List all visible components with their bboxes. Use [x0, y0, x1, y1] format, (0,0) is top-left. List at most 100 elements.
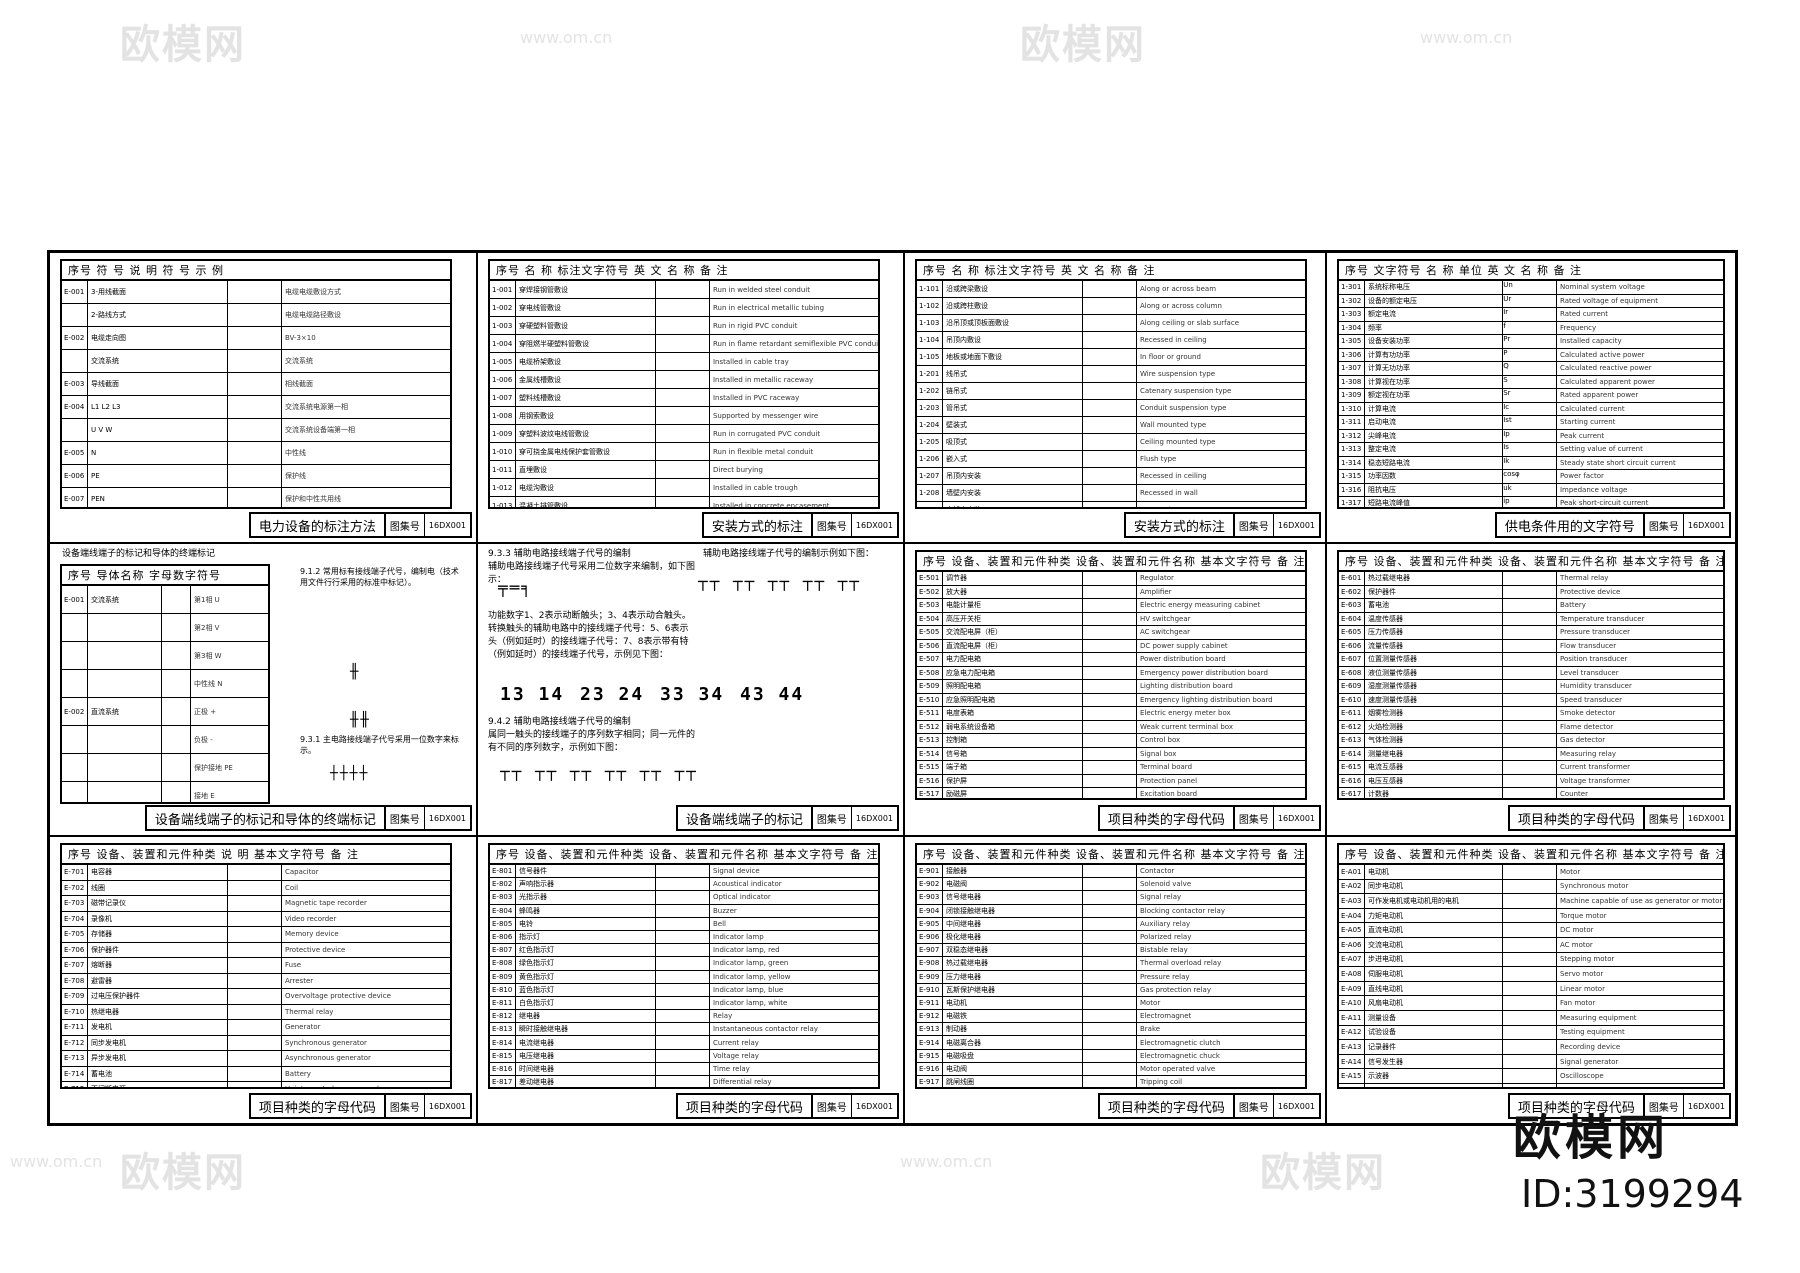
row-symbol — [656, 335, 710, 352]
row-description: Terminal board — [1139, 763, 1193, 772]
row-name: 信号器件 — [516, 865, 656, 878]
row-symbol — [228, 1066, 282, 1081]
sheet-divider — [50, 835, 1735, 837]
row-code: E-502 — [917, 585, 943, 598]
row-symbol — [1503, 908, 1557, 923]
table-header: 序号 设备、装置和元件种类 设备、装置和元件名称 基本文字符号 备 注 — [917, 552, 1305, 572]
row-symbol — [656, 983, 710, 996]
row-description: Supported by messenger wire — [712, 411, 819, 420]
row-description: Setting value of current — [1559, 445, 1643, 454]
row-description: 保护和中性共用线 — [284, 495, 341, 503]
row-description: Gas detector — [1559, 736, 1606, 745]
title-block: 项目种类的字母代码 图集号 16DX001 — [248, 1093, 472, 1119]
sheet-divider — [1325, 253, 1327, 1123]
row-symbol — [1083, 434, 1137, 450]
row-code: E-613 — [1339, 734, 1365, 747]
row-symbol — [1503, 788, 1557, 798]
row-code: E-807 — [490, 944, 516, 957]
row-symbol — [162, 642, 191, 669]
row-description: Watt-hour meter — [1557, 1084, 1723, 1088]
row-description: Thermal relay — [284, 1007, 334, 1016]
row-name: 直埋敷设 — [516, 461, 656, 478]
row-code: 1-001 — [490, 281, 516, 298]
row-description: Indicator lamp — [712, 933, 764, 942]
row-symbol — [656, 865, 710, 878]
sheet-divider — [476, 253, 478, 1123]
row-description: Speed transducer — [1559, 695, 1623, 704]
sheet-title: 设备端线端子的标记和导体的终端标记 — [147, 807, 386, 829]
row-symbol — [1503, 1083, 1557, 1087]
row-code: E-508 — [917, 666, 943, 679]
row-description: Protection panel — [1139, 776, 1198, 785]
row-description: Installed in PVC raceway — [712, 393, 800, 402]
row-symbol: P — [1503, 348, 1557, 361]
row-code: E-602 — [1339, 585, 1365, 598]
row-code: E-704 — [62, 911, 88, 926]
row-symbol — [1083, 612, 1137, 625]
row-symbol — [656, 891, 710, 904]
row-description: Blocking contactor relay — [1139, 906, 1225, 915]
row-symbol: Ik — [1503, 456, 1557, 469]
atlas-code: 16DX001 — [1277, 1101, 1315, 1111]
row-code: E-505 — [917, 626, 943, 639]
row-code: E-611 — [1339, 707, 1365, 720]
row-description: Overvoltage protective device — [284, 992, 391, 1001]
row-symbol — [1083, 383, 1137, 399]
row-description: Flame detector — [1559, 722, 1614, 731]
row-code: 1-317 — [1339, 497, 1365, 507]
row-code: E-909 — [917, 970, 943, 983]
row-symbol — [656, 1010, 710, 1023]
row-description: Electric energy measuring cabinet — [1139, 601, 1261, 610]
atlas-code: 16DX001 — [855, 813, 893, 823]
row-description: Testing equipment — [1559, 1028, 1625, 1037]
row-code: E-513 — [917, 734, 943, 747]
row-code: E-007 — [62, 488, 88, 507]
row-code: 1-306 — [1339, 348, 1365, 361]
row-name: 设备的额定电压 — [1365, 294, 1504, 307]
row-description: DC motor — [1559, 926, 1594, 935]
row-name: 磁带记录仪 — [88, 896, 228, 911]
row-symbol — [656, 878, 710, 891]
row-code: E-A15 — [1339, 1069, 1365, 1083]
row-symbol — [1083, 400, 1137, 416]
row-name: 极化继电器 — [943, 930, 1083, 944]
row-code: E-705 — [62, 927, 88, 942]
row-code: 1-104 — [917, 332, 943, 348]
row-code: E-603 — [1339, 599, 1365, 612]
row-description: Direct burying — [712, 465, 763, 474]
row-description: Recessed in ceiling — [1139, 472, 1207, 480]
row-symbol — [1083, 315, 1137, 331]
row-symbol — [1083, 878, 1137, 891]
row-name: 嵌入式 — [943, 451, 1083, 467]
row-code: 1-008 — [490, 407, 516, 424]
table-header: 序号 设备、装置和元件种类 设备、装置和元件名称 基本文字符号 备 注 — [1339, 845, 1723, 865]
row-description: Protective device — [284, 945, 346, 954]
item-code-table: 序号 设备、装置和元件种类 设备、装置和元件名称 基本文字符号 备 注 E-80… — [488, 843, 880, 1089]
row-code: E-506 — [917, 639, 943, 652]
row-symbol: Ur — [1503, 294, 1557, 307]
row-description: Synchronous generator — [284, 1038, 367, 1047]
atlas-label: 图集号 — [813, 514, 852, 536]
row-description: Smoke detector — [1559, 709, 1616, 718]
row-name: 计算视在功率 — [1365, 375, 1504, 388]
table-header: 序号 符 号 说 明 符 号 示 例 — [62, 261, 450, 281]
